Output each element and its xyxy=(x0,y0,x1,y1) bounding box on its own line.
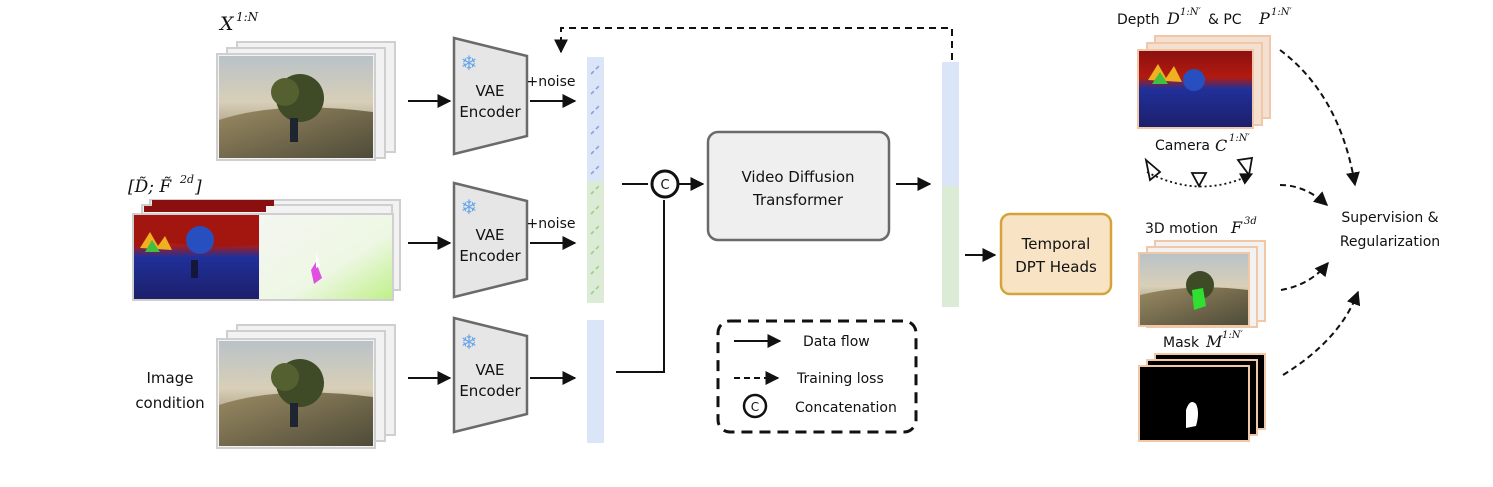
depth-flow-frames xyxy=(132,199,401,301)
svg-text:1:N′: 1:N′ xyxy=(1271,7,1292,18)
noisy-latent-depth-flow xyxy=(587,181,604,303)
svg-text:Regularization: Regularization xyxy=(1340,234,1440,250)
condition-latent xyxy=(587,320,604,443)
supervision-regularization: Supervision & Regularization xyxy=(1340,210,1440,250)
svg-text:Encoder: Encoder xyxy=(459,247,521,265)
svg-text:Concatenation: Concatenation xyxy=(795,400,897,416)
svg-text:3D motion: 3D motion xyxy=(1145,221,1218,237)
svg-text:Transformer: Transformer xyxy=(752,191,844,209)
svg-text:[D̃; F̃: [D̃; F̃ xyxy=(128,177,172,197)
rgb-video-frames xyxy=(216,41,396,161)
svg-text:Encoder: Encoder xyxy=(459,382,521,400)
svg-text:3d: 3d xyxy=(1244,216,1257,227)
svg-text:F: F xyxy=(1230,218,1243,237)
svg-text:P: P xyxy=(1258,9,1270,28)
svg-text:Temporal: Temporal xyxy=(1021,235,1091,253)
noise-label-2: +noise xyxy=(527,216,576,232)
temporal-dpt-heads: Temporal DPT Heads xyxy=(999,212,1113,296)
video-diffusion-transformer: Video Diffusion Transformer xyxy=(706,130,891,242)
legend: Data flow Training loss C Concatenation xyxy=(716,319,918,434)
output-camera-label: Camera C 1:N′ xyxy=(1155,133,1250,155)
svg-text:1:N: 1:N xyxy=(236,10,259,24)
svg-text:D: D xyxy=(1166,9,1180,28)
camera-trajectory-icon xyxy=(1144,156,1254,188)
svg-text:Supervision &: Supervision & xyxy=(1341,210,1438,226)
svg-text:1:N′: 1:N′ xyxy=(1229,133,1250,144)
svg-text:Depth: Depth xyxy=(1117,12,1160,28)
vae-encoder-1: ❄ VAE Encoder xyxy=(452,36,529,156)
svg-text:C: C xyxy=(660,178,669,193)
output-motion-label: 3D motion F 3d xyxy=(1145,216,1257,237)
snowflake-icon: ❄ xyxy=(461,330,478,354)
image-condition-label: Image condition xyxy=(135,369,204,412)
concat-node: C xyxy=(650,169,680,199)
loss-arrow-depth xyxy=(1279,49,1360,187)
svg-text:]: ] xyxy=(194,177,202,197)
svg-text:Data flow: Data flow xyxy=(803,334,870,350)
snowflake-icon: ❄ xyxy=(461,51,478,75)
output-latent-rgb xyxy=(942,62,959,186)
svg-text:VAE: VAE xyxy=(475,361,504,379)
svg-text:Training loss: Training loss xyxy=(796,371,884,387)
svg-text:1:N′: 1:N′ xyxy=(1180,7,1201,18)
svg-text:2d: 2d xyxy=(179,173,194,186)
loss-arrow-camera xyxy=(1279,184,1329,206)
svg-text:C: C xyxy=(1215,136,1227,155)
noise-label-1: +noise xyxy=(527,74,576,90)
depth-flow-label: [D̃; F̃ 2d ] xyxy=(128,173,202,197)
svg-text:Mask: Mask xyxy=(1163,335,1200,351)
svg-text:X: X xyxy=(218,13,235,35)
svg-text:DPT Heads: DPT Heads xyxy=(1015,258,1097,276)
svg-text:M: M xyxy=(1205,332,1223,351)
training-loss-feedback-path xyxy=(554,27,953,60)
svg-text:& PC: & PC xyxy=(1208,12,1242,28)
condition-to-concat-line xyxy=(616,200,665,373)
svg-text:C: C xyxy=(751,400,759,414)
output-depth-frames xyxy=(1137,35,1271,129)
output-motion-frames xyxy=(1138,240,1266,328)
vae-encoder-2: ❄ VAE Encoder xyxy=(452,181,529,299)
svg-text:condition: condition xyxy=(135,394,204,412)
loss-arrow-motion xyxy=(1280,261,1329,291)
x-input-label: X 1:N xyxy=(218,10,259,35)
snowflake-icon: ❄ xyxy=(461,195,478,219)
output-depth-label: Depth D 1:N′ & PC P 1:N′ xyxy=(1117,7,1292,28)
output-mask-frames xyxy=(1138,353,1266,442)
output-mask-label: Mask M 1:N′ xyxy=(1163,330,1243,351)
image-condition-frames xyxy=(216,324,396,449)
vae-encoder-3: ❄ VAE Encoder xyxy=(452,316,529,434)
output-latent-depth-flow xyxy=(942,186,959,307)
noisy-latent-rgb xyxy=(587,57,604,181)
svg-text:Image: Image xyxy=(147,369,194,387)
svg-text:VAE: VAE xyxy=(475,82,504,100)
svg-text:Video Diffusion: Video Diffusion xyxy=(741,168,854,186)
svg-text:1:N′: 1:N′ xyxy=(1222,330,1243,341)
loss-arrow-mask xyxy=(1282,290,1361,376)
svg-text:Encoder: Encoder xyxy=(459,103,521,121)
legend-concat-icon xyxy=(742,393,768,419)
svg-text:VAE: VAE xyxy=(475,226,504,244)
svg-text:Camera: Camera xyxy=(1155,138,1210,154)
